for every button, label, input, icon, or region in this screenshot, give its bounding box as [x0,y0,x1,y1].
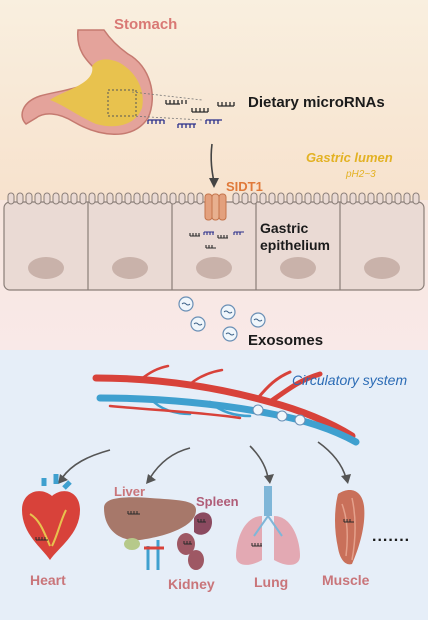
lung-label: Lung [254,574,289,590]
spleen-label: Spleen [196,494,239,509]
microvillus [61,192,69,205]
lung-illustration [236,486,300,565]
microvillus [277,192,285,205]
microvillus [79,192,87,205]
microvillus [376,192,384,205]
dietary-micrornas-label: Dietary microRNAs [248,94,385,111]
heart-illustration [22,474,80,560]
gastric-lumen-label: Gastric lumen [306,150,393,165]
ph-label: pH2~3 [346,169,376,180]
microvillus [331,192,339,205]
sidt1-transporter [204,193,227,221]
stomach-label: Stomach [114,16,178,33]
microvillus [259,192,267,205]
muscle-illustration [335,490,365,565]
circulating-exosomes [252,404,306,426]
microvillus [187,192,195,205]
muscle-label: Muscle [322,572,370,588]
microvillus [358,192,366,205]
microvillus [403,192,411,205]
microvillus [52,192,60,205]
microvillus [88,192,96,205]
dietary-microrna-group [147,100,235,128]
sidt1-label: SIDT1 [226,179,263,194]
microvillus [133,192,141,205]
exosomes [178,296,266,342]
microvillus [124,192,132,205]
distribution-arrows [61,441,347,479]
microvillus [70,192,78,205]
microvillus [385,192,393,205]
microvillus [322,192,330,205]
microvillus [160,192,168,205]
microvillus [7,192,15,205]
gastric-epithelium-label: Gastric epithelium [260,220,331,253]
microvillus [268,192,276,205]
epithelial-cells [3,201,425,291]
microvillus [43,192,51,205]
microvillus [241,192,249,205]
microvillus [196,192,204,205]
microvillus [16,192,24,205]
stomach-zoom-box [107,89,137,117]
heart-label: Heart [30,572,66,588]
microvillus [340,192,348,205]
microvillus [250,192,258,205]
microvillus [367,192,375,205]
circulation-background [0,350,428,620]
intracellular-micrornas [189,231,244,249]
microvillus [142,192,150,205]
microvillus [304,192,312,205]
microvillus [286,192,294,205]
microvillus [178,192,186,205]
microvillus [151,192,159,205]
spleen-illustration [194,512,212,535]
microvillus [97,192,105,205]
liver-illustration [104,497,196,550]
microvillus [169,192,177,205]
microvillus [295,192,303,205]
microvilli [7,192,420,205]
exosomes-label: Exosomes [248,332,324,349]
microvillus [232,192,240,205]
microvillus [25,192,33,205]
kidney-illustration [144,533,204,570]
microvillus [412,192,420,205]
microvillus [115,192,123,205]
microvillus [34,192,42,205]
circulatory-system-label: Circulatory system [292,372,408,388]
microvillus [394,192,402,205]
kidney-label: Kidney [168,576,215,592]
microvillus [313,192,321,205]
more-organs-ellipsis: ....... [372,528,411,545]
microvillus [106,192,114,205]
stomach-illustration [21,29,203,135]
liver-label: Liver [114,484,146,499]
microvillus [349,192,357,205]
